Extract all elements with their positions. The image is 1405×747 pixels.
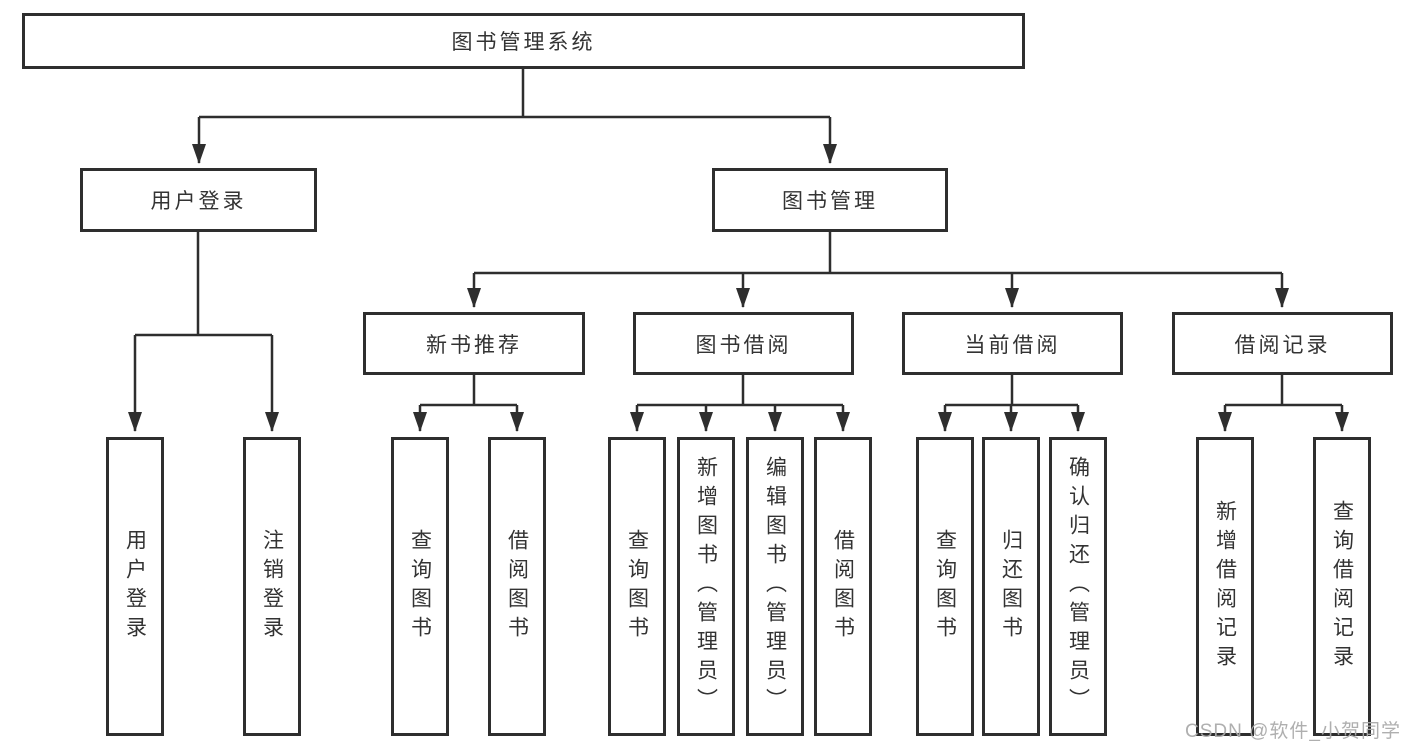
leaf-add-borrow-record: 新增借阅记录 (1196, 437, 1254, 736)
leaf-edit-book-admin: 编辑图书（管理员） (746, 437, 804, 736)
leaf-label: 查询图书 (408, 528, 432, 645)
leaf-logout: 注销登录 (243, 437, 301, 736)
leaf-label: 用户登录 (123, 528, 147, 645)
leaf-query-books-borrowing: 查询图书 (608, 437, 666, 736)
leaf-label: 新增图书（管理员） (694, 456, 718, 717)
leaf-confirm-return-admin: 确认归还（管理员） (1049, 437, 1107, 736)
leaf-label: 确认归还（管理员） (1066, 456, 1090, 717)
node-user-login: 用户登录 (80, 168, 317, 232)
leaf-label: 查询图书 (625, 528, 649, 645)
leaf-label: 编辑图书（管理员） (763, 456, 787, 717)
leaf-query-books-current: 查询图书 (916, 437, 974, 736)
leaf-label: 借阅图书 (831, 528, 855, 645)
leaf-query-borrow-record: 查询借阅记录 (1313, 437, 1371, 736)
node-borrowing-records: 借阅记录 (1172, 312, 1393, 375)
leaf-label: 查询图书 (933, 528, 957, 645)
leaf-return-book: 归还图书 (982, 437, 1040, 736)
csdn-watermark: CSDN @软件_小贺同学 (1185, 721, 1401, 742)
leaf-query-books-recommend: 查询图书 (391, 437, 449, 736)
leaf-label: 归还图书 (999, 528, 1023, 645)
node-library-system: 图书管理系统 (22, 13, 1025, 69)
node-new-book-recommend: 新书推荐 (363, 312, 585, 375)
leaf-label: 查询借阅记录 (1330, 499, 1354, 674)
leaf-label: 借阅图书 (505, 528, 529, 645)
node-book-borrowing: 图书借阅 (633, 312, 854, 375)
leaf-add-book-admin: 新增图书（管理员） (677, 437, 735, 736)
leaf-label: 新增借阅记录 (1213, 499, 1237, 674)
leaf-borrow-books-recommend: 借阅图书 (488, 437, 546, 736)
leaf-borrow-books-borrowing: 借阅图书 (814, 437, 872, 736)
leaf-user-login: 用户登录 (106, 437, 164, 736)
node-current-borrowing: 当前借阅 (902, 312, 1123, 375)
leaf-label: 注销登录 (260, 528, 284, 645)
node-book-management: 图书管理 (712, 168, 948, 232)
